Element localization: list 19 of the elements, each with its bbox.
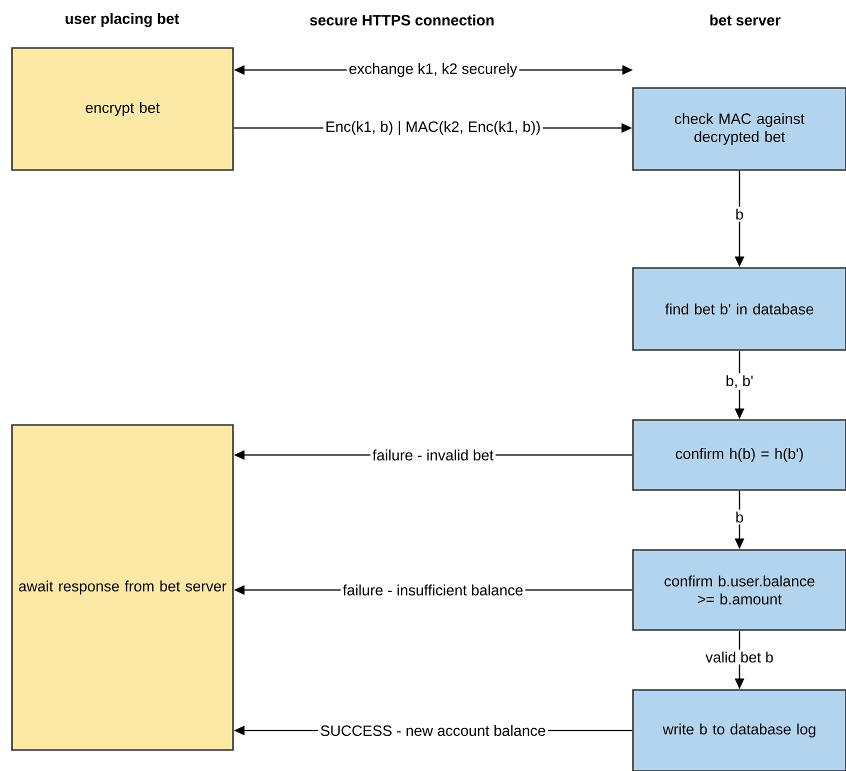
process-box: write b to database log bbox=[632, 689, 846, 771]
edge-label: failure - insufficient balance bbox=[340, 582, 526, 598]
column-heading: secure HTTPS connection bbox=[310, 14, 494, 26]
edge-label: exchange k1, k2 securely bbox=[346, 61, 520, 79]
edge-label: Enc(k1, b) | MAC(k2, Enc(k1, b)) bbox=[323, 119, 543, 137]
column-heading: user placing bet bbox=[66, 13, 180, 27]
edge-label: b, b' bbox=[724, 373, 756, 390]
process-box: check MAC against decrypted bet bbox=[632, 87, 846, 171]
process-box: encrypt bet bbox=[11, 47, 234, 171]
process-box: await response from bet server bbox=[11, 424, 234, 751]
column-heading: bet server bbox=[710, 14, 780, 26]
edge-label: b bbox=[733, 510, 746, 525]
process-box: confirm h(b) = h(b') bbox=[632, 419, 846, 491]
edge-label: valid bet b bbox=[703, 650, 776, 665]
edge-label: b bbox=[733, 206, 746, 222]
process-box: find bet b' in database bbox=[632, 267, 846, 351]
edge-label: failure - invalid bet bbox=[370, 448, 496, 462]
edge-label: SUCCESS - new account balance bbox=[318, 723, 548, 738]
process-box: confirm b.user.balance >= b.amount bbox=[632, 549, 846, 631]
